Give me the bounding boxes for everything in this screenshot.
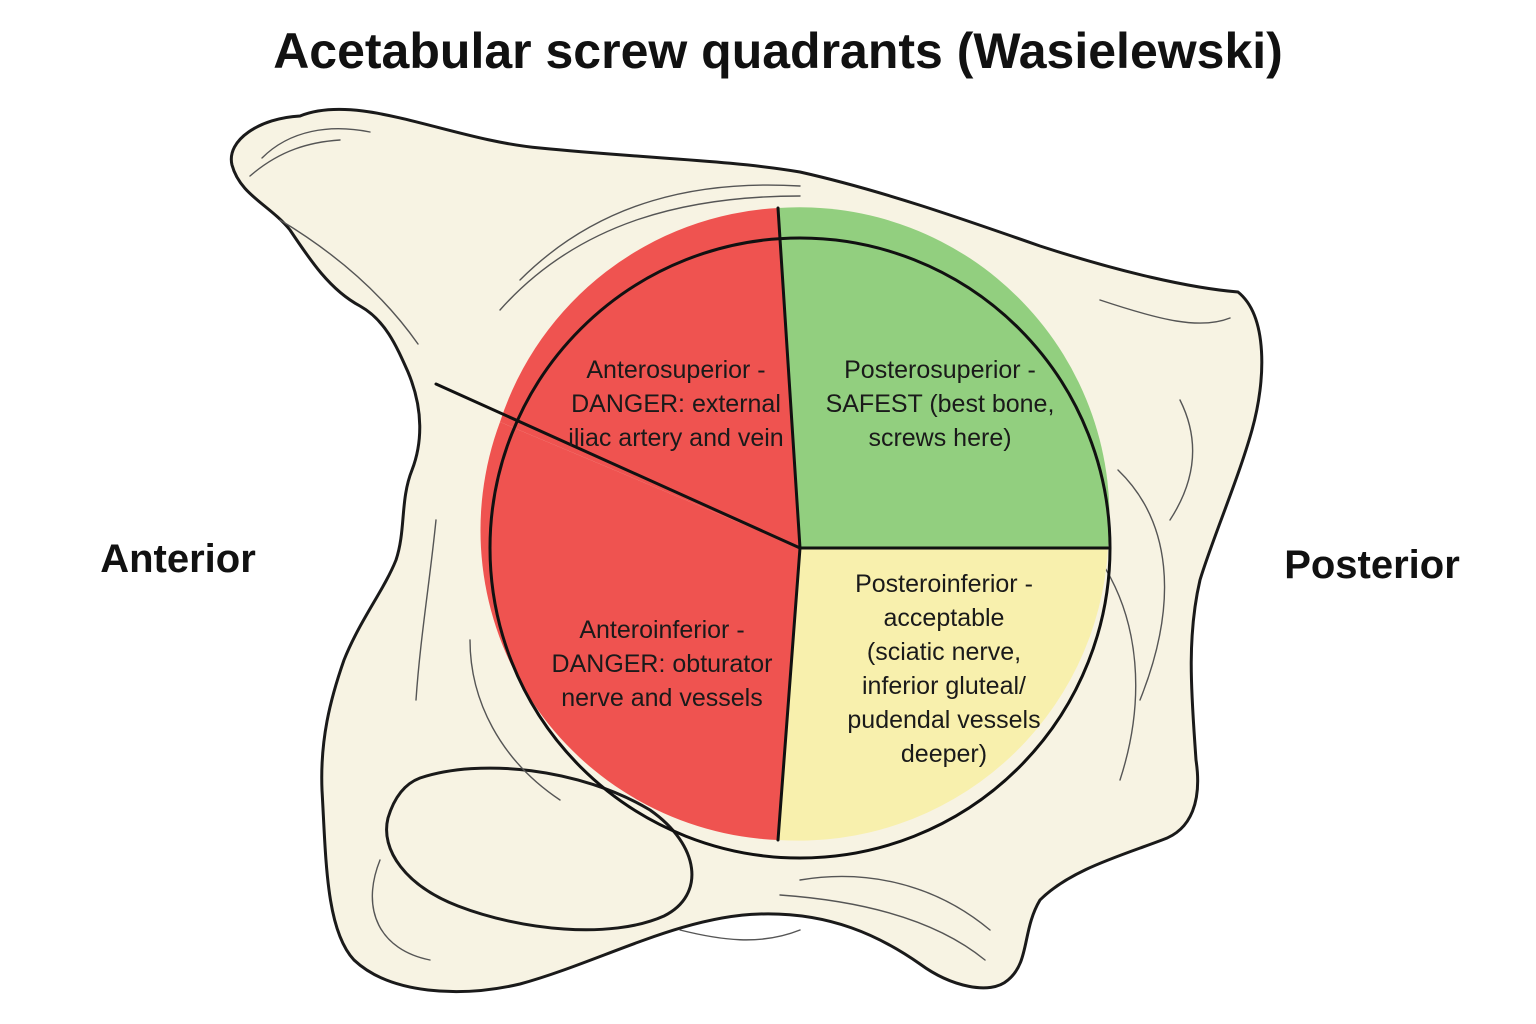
divider-anterior-oblique (434, 382, 802, 550)
posteroinferior-label-line: Posteroinferior - (855, 570, 1033, 598)
posteroinferior-label-line: deeper) (901, 740, 987, 768)
anteroinferior-label-line: DANGER: obturator (552, 650, 773, 678)
posterior-label: Posterior (1284, 543, 1460, 587)
posterosuperior-label-line: Posterosuperior - (844, 356, 1036, 384)
anterosuperior-label-line: iliac artery and vein (568, 424, 783, 452)
anterosuperior-label-line: Anterosuperior - (586, 356, 765, 384)
posteroinferior-label-line: pudendal vessels (847, 706, 1040, 734)
posteroinferior-label-line: acceptable (884, 604, 1005, 632)
acetabulum-rim (488, 236, 1112, 860)
posteroinferior-label-line: inferior gluteal/ (862, 672, 1026, 700)
quadrant-posterosuperior (778, 207, 1110, 548)
label-posterosuperior: Posterosuperior - SAFEST (best bone, screw… (826, 356, 1055, 452)
quadrant-anteroinferior (480, 422, 800, 840)
quadrant-posteroinferior (778, 548, 1108, 841)
quadrant-anterosuperior (500, 208, 800, 548)
diagram-title: Acetabular screw quadrants (Wasielewski) (273, 23, 1283, 79)
label-anteroinferior: Anteroinferior - DANGER: obturator nerve a… (552, 616, 773, 712)
obturator-foramen (385, 766, 694, 932)
posteroinferior-label-line: (sciatic nerve, (867, 638, 1021, 666)
acetabulum (434, 206, 1112, 860)
anteroinferior-label-line: Anteroinferior - (579, 616, 744, 644)
posterosuperior-label-line: screws here) (868, 424, 1011, 452)
label-posteroinferior: Posteroinferior - acceptable (sciatic nerv… (847, 570, 1040, 768)
anterosuperior-label-line: DANGER: external (571, 390, 781, 418)
posterosuperior-label-line: SAFEST (best bone, (826, 390, 1055, 418)
label-anterosuperior: Anterosuperior - DANGER: external iliac ar… (568, 356, 783, 452)
anterior-label: Anterior (100, 537, 256, 581)
anteroinferior-label-line: nerve and vessels (561, 684, 763, 712)
